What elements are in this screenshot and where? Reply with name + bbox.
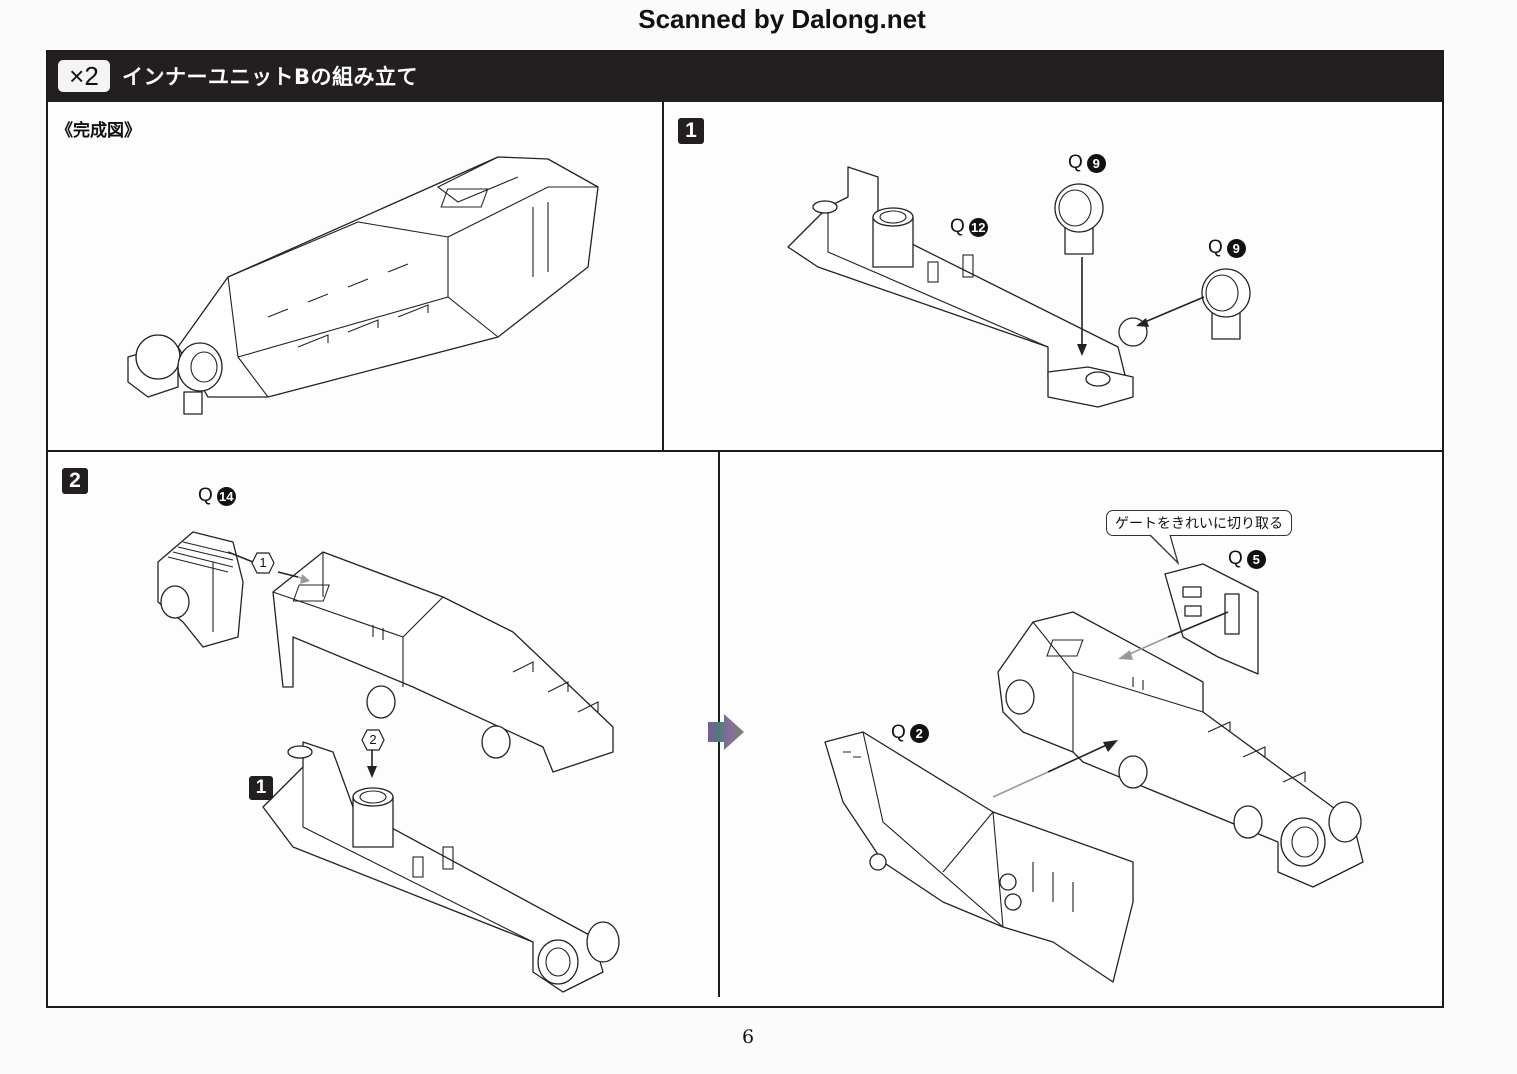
part-number: 5 — [1246, 549, 1266, 569]
step1-assembly-arrows — [1077, 257, 1205, 356]
gate-trim-callout: ゲートをきれいに切り取る — [1106, 510, 1292, 536]
order-marker-2-hexagon — [361, 729, 385, 751]
step2b-side-frame-drawing — [824, 731, 1134, 983]
step2-upper-part-drawing — [272, 551, 614, 773]
part-number: 14 — [216, 486, 236, 506]
part-label-q14: Q 14 — [198, 485, 236, 507]
instruction-frame: ×2 インナーユニットBの組み立て 《完成図》 1 — [46, 50, 1444, 1008]
part-label-q2: Q 2 — [891, 722, 929, 744]
runner-letter: Q — [1068, 152, 1083, 173]
next-step-arrow-icon — [708, 714, 744, 750]
runner-letter: Q — [198, 485, 213, 506]
part-number: 9 — [1086, 153, 1106, 173]
completed-inner-unit-drawing — [127, 156, 599, 415]
step2b-inner-unit-drawing — [997, 611, 1364, 888]
runner-letter: Q — [950, 216, 965, 237]
step2b-assembly-arrows — [992, 611, 1229, 798]
step-1-badge: 1 — [678, 118, 704, 144]
part-label-q5: Q 5 — [1228, 548, 1266, 570]
part-number: 2 — [909, 723, 929, 743]
order-marker-1: 1 — [259, 555, 267, 570]
section-header: ×2 インナーユニットBの組み立て — [48, 52, 1442, 102]
callout-pointer — [1149, 534, 1180, 566]
step1-joint-part-right — [1201, 268, 1251, 340]
runner-letter: Q — [1208, 237, 1223, 258]
page-number: 6 — [741, 1026, 755, 1048]
order-marker-1-hexagon — [251, 552, 275, 574]
step-2-badge: 2 — [62, 468, 88, 494]
step1-joint-part-top — [1054, 183, 1104, 255]
step-1-reference-badge: 1 — [249, 776, 273, 800]
quantity-badge: ×2 — [58, 60, 110, 92]
step2-base-assembly-drawing — [262, 741, 620, 993]
part-label-q12: Q 12 — [950, 216, 988, 238]
part-label-q9-right: Q 9 — [1208, 237, 1246, 259]
runner-letter: Q — [891, 722, 906, 743]
section-title: インナーユニットBの組み立て — [122, 65, 419, 89]
step1-base-part-drawing — [787, 166, 1148, 408]
divider-horizontal — [48, 450, 1442, 452]
step2-cap-part-drawing — [157, 531, 244, 648]
runner-letter: Q — [1228, 548, 1243, 569]
part-number: 12 — [968, 217, 988, 237]
order-marker-2: 2 — [369, 732, 377, 747]
part-number: 9 — [1226, 238, 1246, 258]
divider-top-vertical — [662, 102, 664, 452]
scan-watermark: Scanned by Dalong.net — [638, 4, 926, 34]
complete-view-label: 《完成図》 — [56, 121, 141, 141]
part-label-q9-top: Q 9 — [1068, 152, 1106, 174]
